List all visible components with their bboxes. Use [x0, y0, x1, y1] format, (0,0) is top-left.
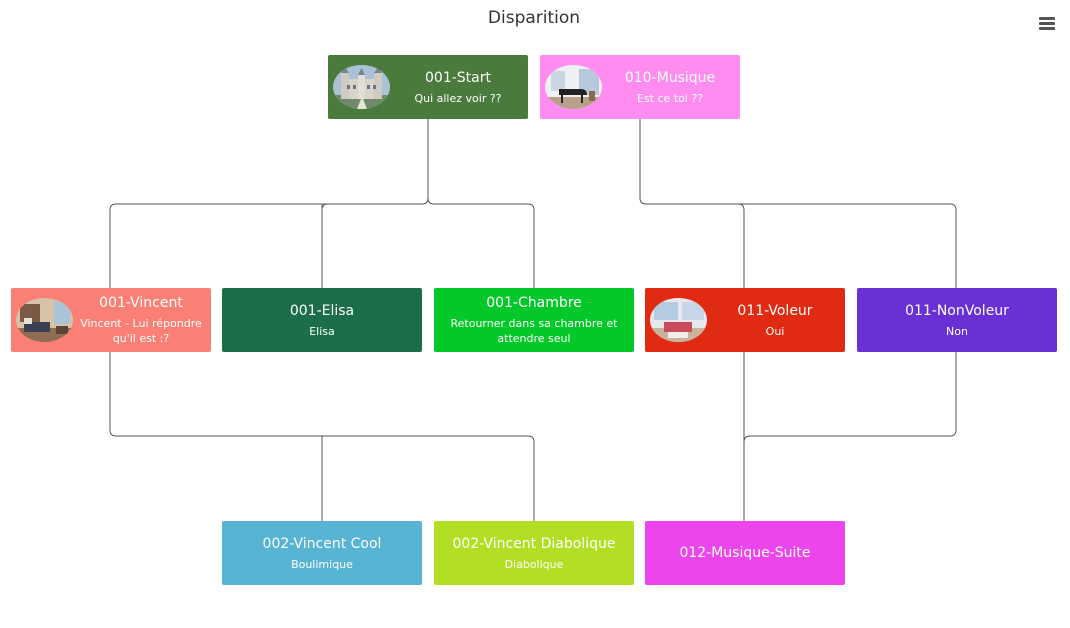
node-description: Oui: [765, 324, 785, 338]
node-title: 012-Musique-Suite: [679, 545, 811, 561]
connector-vincent-to-row3: [109, 352, 535, 521]
node-description: Elisa: [309, 324, 335, 338]
node-001-chambre[interactable]: 001-Chambre Retourner dans sa chambre et…: [434, 288, 634, 352]
node-title: 001-Elisa: [289, 302, 355, 319]
node-description: Retourner dans sa chambre et attendre se…: [450, 317, 618, 345]
node-002-vincent-diabolique[interactable]: 002-Vincent Diabolique Diabolique: [434, 521, 634, 585]
node-010-musique[interactable]: 010-Musique Est ce toi ??: [540, 55, 740, 119]
node-description: Non: [946, 324, 968, 338]
node-title: 001-Start: [425, 69, 491, 86]
page-title: Disparition: [487, 8, 581, 28]
node-description: Vincent - Lui répondre qu'il est :?: [80, 317, 202, 345]
node-title: 001-Vincent: [99, 295, 183, 311]
node-title: 011-NonVoleur: [905, 302, 1009, 319]
node-description: Boulimique: [291, 557, 353, 571]
music-room-thumbnail: [545, 65, 602, 109]
node-title: 010-Musique: [624, 69, 716, 86]
node-001-vincent[interactable]: 001-Vincent Vincent - Lui répondre qu'il…: [11, 288, 211, 352]
node-title: 011-Voleur: [737, 302, 813, 319]
connector-voleur-to-row3: [743, 352, 957, 521]
node-001-start[interactable]: 001-Start Qui allez voir ??: [328, 55, 528, 119]
node-011-nonvoleur[interactable]: 011-NonVoleur Non: [857, 288, 1057, 352]
node-001-elisa[interactable]: 001-Elisa Elisa: [222, 288, 422, 352]
castle-thumbnail: [333, 65, 390, 109]
node-title: 001-Chambre: [486, 295, 582, 311]
node-description: Qui allez voir ??: [414, 91, 502, 105]
node-title: 002-Vincent Diabolique: [452, 535, 616, 552]
node-011-voleur[interactable]: 011-Voleur Oui: [645, 288, 845, 352]
connector-musique-to-row2: [639, 119, 957, 288]
node-description: Diabolique: [504, 557, 564, 571]
node-002-vincent-cool[interactable]: 002-Vincent Cool Boulimique: [222, 521, 422, 585]
node-description: Est ce toi ??: [636, 91, 704, 105]
living-room-thumbnail: [650, 298, 707, 342]
hamburger-icon[interactable]: [1036, 14, 1058, 32]
node-012-musique-suite[interactable]: 012-Musique-Suite: [645, 521, 845, 585]
bedroom-thumbnail: [16, 298, 73, 342]
node-title: 002-Vincent Cool: [262, 535, 382, 552]
connector-start-to-row2: [109, 119, 535, 288]
